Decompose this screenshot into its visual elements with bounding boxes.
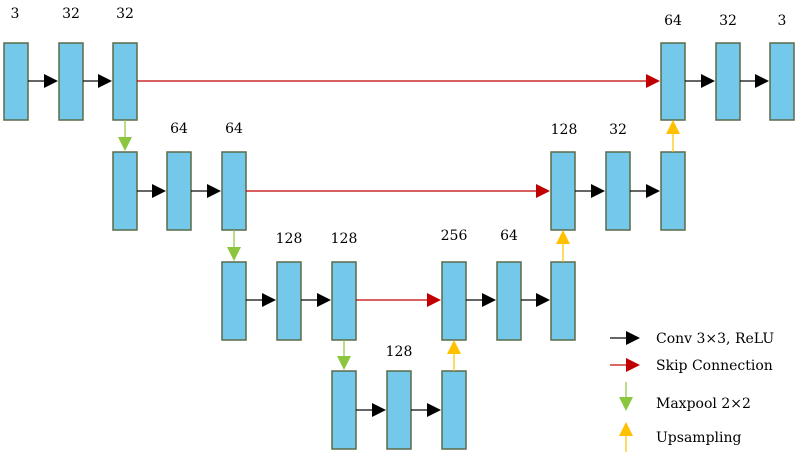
legend-pool: Maxpool 2×2 <box>619 382 751 412</box>
block-l1-input <box>3 42 29 121</box>
legend-pool-label: Maxpool 2×2 <box>656 396 751 412</box>
label-l3-conv1: 128 <box>276 231 303 247</box>
block-l3-conv1 <box>276 261 302 341</box>
block-d3-conv1 <box>496 261 522 341</box>
block-d3-concat <box>441 261 467 341</box>
upsample-arrows <box>447 120 680 371</box>
label-l4-conv1: 128 <box>386 344 413 360</box>
block-l3-pooled <box>221 261 247 341</box>
label-l1-conv1: 32 <box>62 6 80 22</box>
block-d3-conv2 <box>550 261 576 341</box>
block-l4-conv2 <box>441 370 467 450</box>
legend-conv: Conv 3×3, ReLU <box>610 331 774 347</box>
conv-arrows <box>28 74 769 417</box>
label-d2-concat: 128 <box>551 122 578 138</box>
block-d2-conv1 <box>605 151 631 231</box>
block-l3-conv2 <box>331 261 357 341</box>
legend: Conv 3×3, ReLU Skip Connection Maxpool 2… <box>610 331 774 452</box>
pool-arrows <box>118 120 351 370</box>
label-d3-conv1: 64 <box>500 228 518 244</box>
label-l3-conv2: 128 <box>331 231 358 247</box>
conv-arrow-icon <box>626 331 640 345</box>
up-arrow-icon <box>619 422 633 436</box>
label-l1-conv2: 32 <box>116 6 134 22</box>
block-l4-conv1 <box>386 370 412 450</box>
block-l1-conv2 <box>112 42 138 121</box>
legend-skip: Skip Connection <box>610 358 773 374</box>
skip-arrows <box>137 74 660 307</box>
label-d1-conv1: 32 <box>719 13 737 29</box>
block-l1-conv1 <box>58 42 84 121</box>
block-d2-concat <box>550 151 576 231</box>
block-d1-output <box>769 42 795 121</box>
legend-conv-label: Conv 3×3, ReLU <box>656 331 774 347</box>
label-d3-concat: 256 <box>441 228 468 244</box>
label-d2-conv1: 32 <box>609 122 627 138</box>
block-d1-conv1 <box>715 42 741 121</box>
block-l4-pooled <box>331 370 357 450</box>
label-l1-input: 3 <box>11 6 20 22</box>
block-l2-conv1 <box>166 151 192 231</box>
label-d1-output: 3 <box>778 13 787 29</box>
legend-up-label: Upsampling <box>656 430 742 446</box>
legend-skip-label: Skip Connection <box>656 358 773 374</box>
skip-arrow-icon <box>626 358 640 372</box>
label-l2-conv1: 64 <box>170 121 188 137</box>
block-d2-conv2 <box>660 151 686 231</box>
label-l2-conv2: 64 <box>225 121 243 137</box>
block-d1-concat <box>660 42 686 121</box>
block-l2-pooled <box>112 151 138 231</box>
label-d1-concat: 64 <box>664 13 682 29</box>
block-l2-conv2 <box>221 151 247 231</box>
pool-arrow-icon <box>619 397 633 411</box>
legend-up: Upsampling <box>619 422 742 452</box>
